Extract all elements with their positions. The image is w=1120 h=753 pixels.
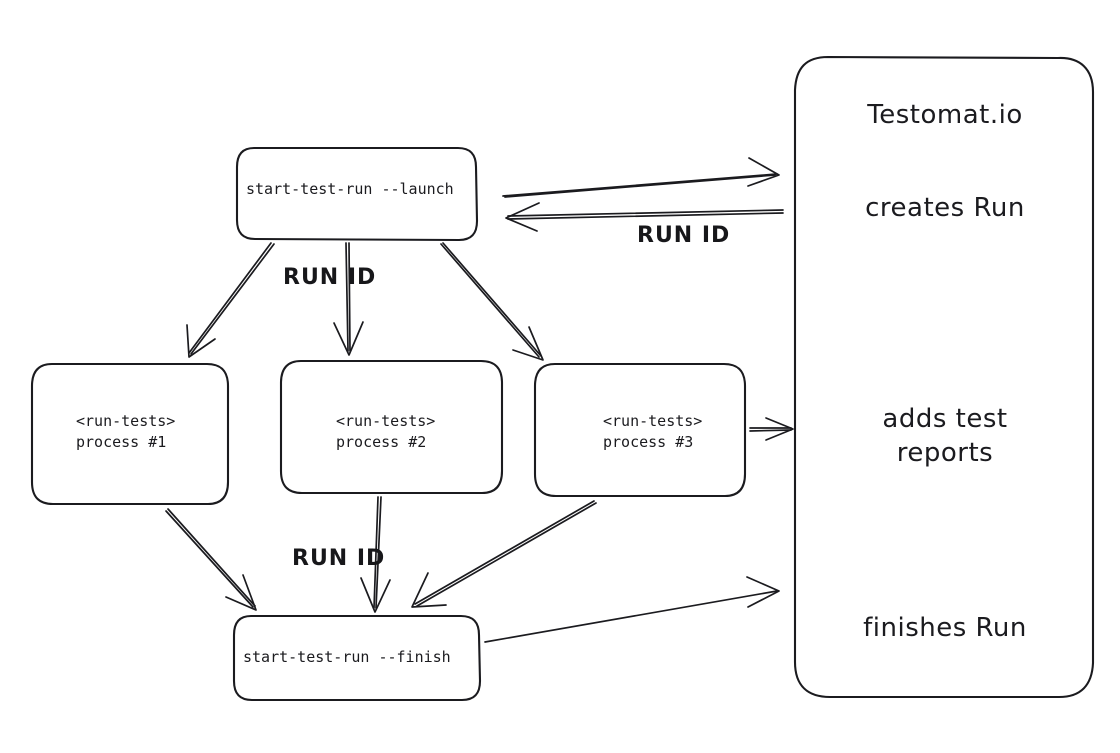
process-1-label-line1: <run-tests>	[76, 412, 176, 430]
service-panel-title: Testomat.io	[867, 100, 1023, 130]
edge-launch-to-service	[502, 157, 780, 198]
process-3-label-line1: <run-tests>	[603, 412, 703, 430]
process-1-box-shape[interactable]	[30, 362, 230, 506]
edge-launch-to-process-2	[333, 242, 364, 356]
service-step-creates-run: creates Run	[865, 193, 1025, 223]
edge-label-run-id-from-service: RUN ID	[637, 223, 731, 248]
edge-launch-to-process-1	[186, 242, 275, 358]
edge-process-3-to-service	[749, 417, 794, 441]
service-panel-shape[interactable]	[793, 55, 1095, 699]
edge-label-run-id-fanout: RUN ID	[283, 265, 377, 290]
process-3-node[interactable]	[535, 364, 745, 496]
edge-finish-to-service	[484, 576, 780, 643]
launch-box-shape[interactable]	[235, 146, 479, 242]
launch-box-label: start-test-run --launch	[246, 180, 454, 198]
process-1-label-line2: process #1	[76, 433, 167, 451]
process-2-label-line2: process #2	[336, 433, 427, 451]
service-panel-node[interactable]	[795, 57, 1093, 697]
service-step-finishes-run: finishes Run	[863, 613, 1027, 643]
edge-process-1-to-finish	[165, 508, 257, 611]
service-step-adds-test-reports-line1: adds test	[882, 404, 1008, 434]
edge-process-3-to-finish	[411, 500, 597, 608]
launch-node[interactable]	[237, 148, 477, 240]
edge-label-run-id-fanin: RUN ID	[292, 546, 386, 571]
finish-box-shape[interactable]	[232, 614, 482, 702]
edge-process-2-to-finish	[360, 496, 391, 613]
service-step-adds-test-reports-line2: reports	[896, 438, 994, 468]
finish-node[interactable]	[234, 616, 480, 700]
edge-service-to-launch	[505, 202, 784, 232]
edge-launch-to-process-3	[440, 242, 544, 361]
finish-box-label: start-test-run --finish	[243, 648, 451, 666]
process-2-box-shape[interactable]	[279, 359, 504, 495]
process-1-node[interactable]	[32, 364, 228, 504]
process-2-label-line1: <run-tests>	[336, 412, 436, 430]
process-2-node[interactable]	[281, 361, 502, 493]
process-3-box-shape[interactable]	[533, 362, 747, 498]
process-3-label-line2: process #3	[603, 433, 694, 451]
